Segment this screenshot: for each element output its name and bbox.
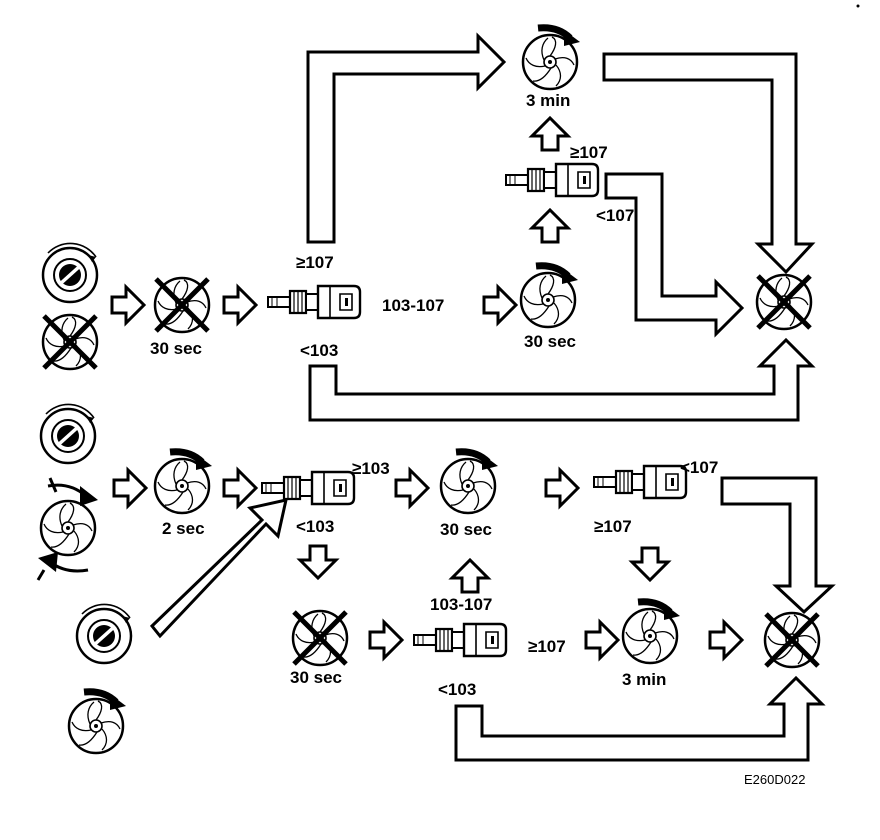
down-arrow-to-30sec-off — [298, 544, 338, 580]
flow-upper-sensor-to-right — [604, 172, 745, 338]
label-103-107-bottom: 103-107 — [430, 595, 493, 614]
label-ge107-upper: ≥107 — [570, 143, 608, 162]
block-arrow-9 — [394, 468, 430, 508]
ignition-key-off-bottom — [75, 602, 133, 665]
flow-lt103-bottom-to-end — [454, 675, 826, 762]
block-arrow-4 — [112, 468, 148, 508]
temp-sensor-icon-bottom — [412, 622, 508, 658]
block-arrow-8 — [708, 620, 744, 660]
block-arrow-1 — [110, 285, 146, 325]
fan-icon-reversing — [36, 477, 98, 581]
label-ge107-left: ≥107 — [296, 253, 334, 272]
label-ge103: ≥103 — [352, 459, 390, 478]
flow-lt103-to-right — [308, 337, 816, 422]
label-30sec-mid-top: 30 sec — [524, 332, 576, 351]
temp-sensor-icon-top-left — [266, 284, 362, 320]
ignition-key-off-top — [41, 241, 99, 304]
flow-to-top-fan — [306, 32, 507, 244]
flow-lt107-to-end — [720, 476, 836, 615]
up-arrow-to-top-fan — [530, 116, 570, 152]
corner-mark — [856, 4, 860, 8]
block-arrow-10 — [544, 468, 580, 508]
block-arrow-5 — [222, 468, 258, 508]
label-30sec-bottom: 30 sec — [290, 668, 342, 687]
block-arrow-6 — [368, 620, 404, 660]
down-arrow-to-3min — [630, 546, 670, 582]
label-lt107-upper: <107 — [596, 206, 635, 225]
temp-sensor-icon-mid-left — [260, 470, 356, 506]
label-ge107-right: ≥107 — [594, 517, 632, 536]
label-30sec-top: 30 sec — [150, 339, 202, 358]
label-2sec: 2 sec — [162, 519, 205, 538]
up-arrow-to-30sec-fan — [450, 558, 490, 594]
label-lt103-mid: <103 — [296, 517, 335, 536]
label-lt107-right: <107 — [680, 458, 719, 477]
diagonal-flow-arrow — [149, 498, 288, 639]
temp-sensor-icon-mid-right — [592, 464, 688, 500]
label-103-107-top: 103-107 — [382, 296, 445, 315]
block-arrow-7 — [584, 620, 620, 660]
up-arrow-to-upper-sensor — [530, 208, 570, 244]
label-3min-top: 3 min — [526, 91, 571, 110]
label-lt103-top: <103 — [300, 341, 339, 360]
temp-sensor-icon-upper — [504, 162, 600, 198]
label-30sec-mid-bottom: 30 sec — [440, 520, 492, 539]
ignition-key-on — [39, 402, 97, 465]
block-arrow-3 — [482, 285, 518, 325]
label-3min-bottom: 3 min — [622, 670, 667, 689]
label-lt103-bottom: <103 — [438, 680, 477, 699]
figure-code: E260D022 — [744, 772, 806, 787]
block-arrow-2 — [222, 285, 258, 325]
flow-top-fan-to-right — [602, 52, 816, 275]
label-ge107-bottom: ≥107 — [528, 637, 566, 656]
